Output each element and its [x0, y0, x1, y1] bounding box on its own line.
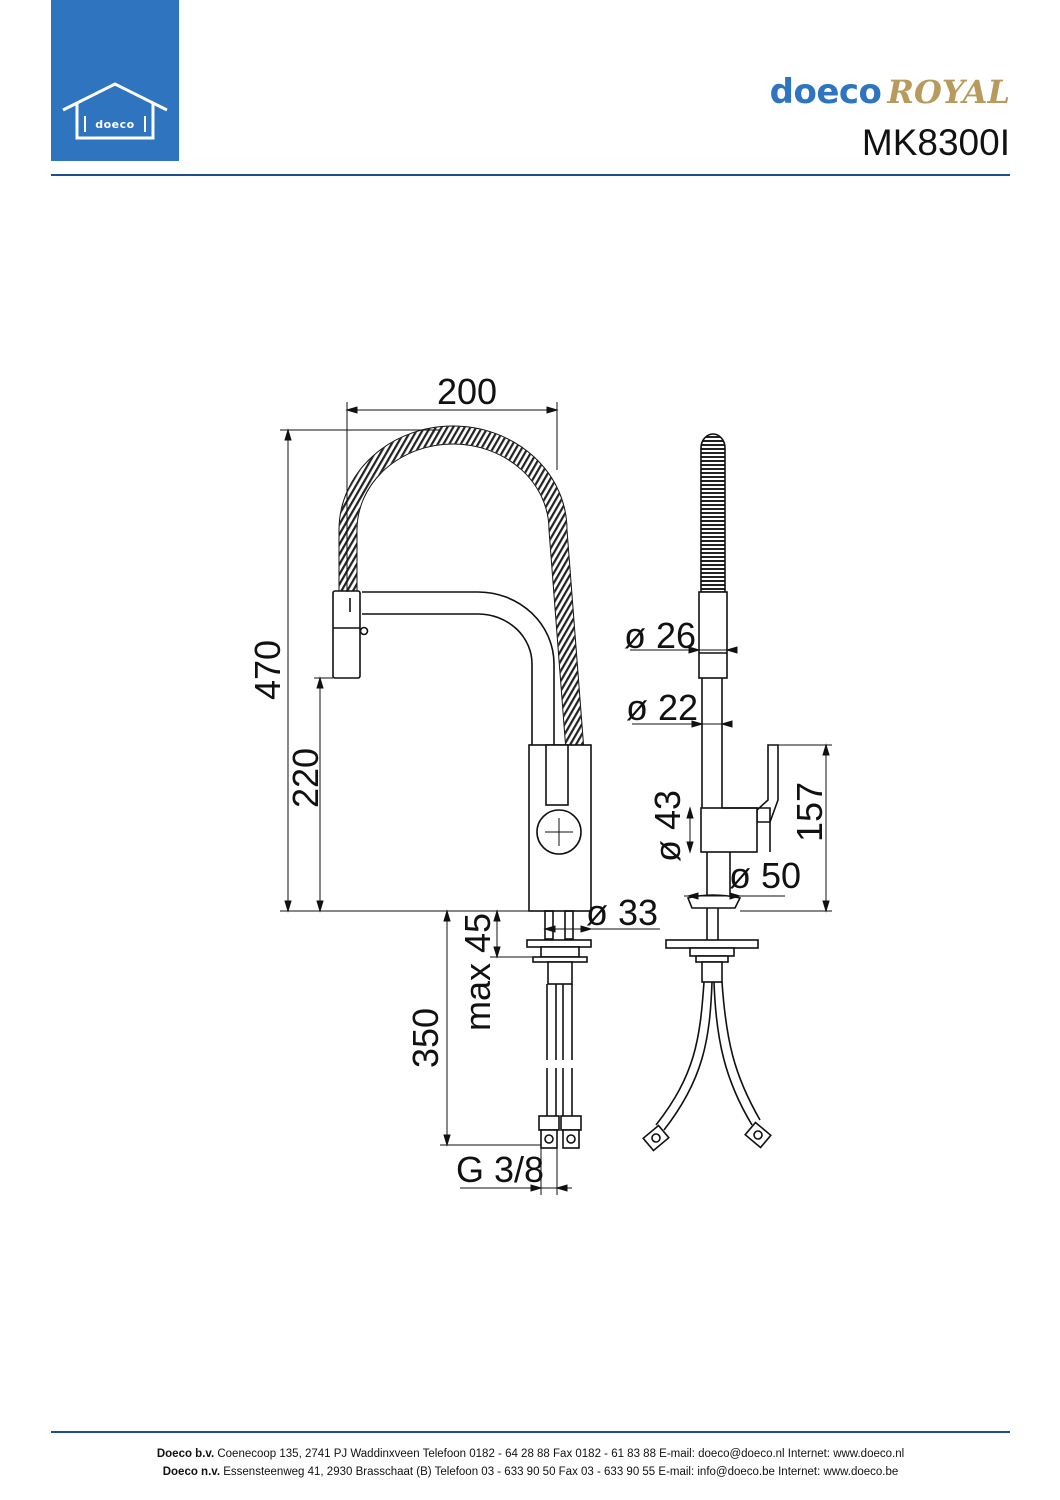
- footer-details-nl: Coenecoop 135, 2741 PJ Waddinxveen Telef…: [217, 1448, 905, 1460]
- model-number: MK8300I: [861, 122, 1010, 163]
- dim-dia-43: ø 43: [647, 790, 688, 862]
- dim-470: 470: [247, 640, 288, 700]
- dim-200: 200: [437, 371, 497, 412]
- spray-head: [332, 590, 361, 679]
- side-spring-hose: [700, 433, 726, 593]
- mount-plate: [526, 939, 592, 948]
- dim-thread: G 3/8: [456, 1149, 544, 1190]
- footer-line-nl: Doeco b.v. Coenecoop 135, 2741 PJ Waddin…: [51, 1448, 1010, 1460]
- side-dimension-lines: [630, 646, 832, 913]
- dim-350: 350: [405, 1008, 446, 1068]
- dim-dia-33: ø 33: [586, 892, 658, 933]
- spout-arm: [362, 591, 555, 745]
- side-body: [700, 807, 758, 853]
- front-view: [332, 425, 592, 1149]
- brand-secondary: ROYAL: [887, 73, 1010, 111]
- header-divider: [51, 174, 1010, 176]
- spring-hose: [339, 426, 587, 791]
- front-dimension-lines: [280, 402, 660, 1195]
- footer-line-be: Doeco n.v. Essensteenweg 41, 2930 Brassc…: [51, 1466, 1010, 1478]
- footer-details-be: Essensteenweg 41, 2930 Brasschaat (B) Te…: [223, 1466, 899, 1478]
- footer-company-nl: Doeco b.v.: [156, 1448, 215, 1460]
- dim-dia-26: ø 26: [624, 615, 696, 656]
- footer-divider: [51, 1431, 1010, 1433]
- company-logo: doeco: [51, 0, 179, 161]
- dim-157: 157: [789, 782, 830, 842]
- logo-text: doeco: [95, 118, 135, 131]
- side-view: [642, 433, 779, 1152]
- dim-dia-50: ø 50: [729, 855, 801, 896]
- dim-220: 220: [285, 748, 326, 808]
- footer-company-be: Doeco n.v.: [162, 1466, 221, 1478]
- brand-primary: doeco: [769, 72, 882, 112]
- dim-max-45: max 45: [457, 913, 498, 1031]
- dim-dia-22: ø 22: [626, 687, 698, 728]
- house-icon: [62, 82, 168, 140]
